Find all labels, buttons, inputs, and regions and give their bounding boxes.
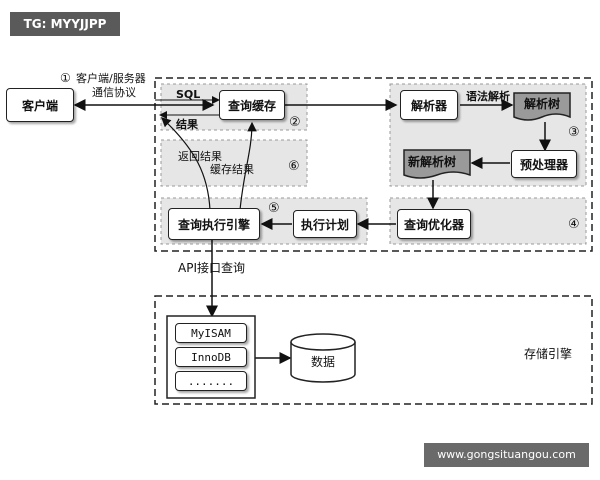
protocol-label-1: 客户端/服务器 (76, 72, 146, 85)
tg-badge: TG: MYYJJPP (10, 12, 120, 36)
client-box: 客户端 (6, 88, 74, 122)
parse-tree-shape (513, 92, 571, 121)
label-result: 结果 (176, 118, 198, 131)
new-parse-tree-shape (403, 149, 471, 179)
step-3: ③ (568, 125, 580, 140)
data-label: 数据 (311, 355, 336, 369)
label-sql: SQL (176, 88, 201, 101)
arrow-engine-return (161, 117, 211, 211)
engine-more: ....... (175, 371, 247, 391)
arrow-engine-cache (239, 121, 257, 211)
optimizer-box: 查询优化器 (397, 209, 471, 239)
engine-innodb: InnoDB (175, 347, 247, 367)
region-return (160, 139, 308, 187)
watermark: www.gongsituangou.com (424, 443, 589, 467)
label-cache-result: 缓存结果 (210, 163, 254, 176)
preprocessor-box: 预处理器 (511, 150, 577, 178)
step-4: ④ (568, 217, 580, 232)
parse-tree-label: 解析树 (524, 97, 561, 111)
step-1: ① (60, 71, 71, 85)
label-syntax-parse: 语法解析 (466, 90, 510, 103)
server-container (154, 77, 593, 252)
step-5: ⑤ (268, 201, 280, 216)
exec-engine-box: 查询执行引擎 (168, 208, 260, 240)
step-6: ⑥ (288, 159, 300, 174)
label-api: API接口查询 (178, 261, 245, 275)
data-cylinder (290, 333, 356, 383)
exec-plan-box: 执行计划 (293, 210, 357, 238)
new-parse-tree-label: 新解析树 (408, 155, 457, 169)
parser-box: 解析器 (400, 90, 458, 120)
storage-container (154, 295, 593, 405)
step-2: ② (289, 115, 301, 130)
query-cache-box: 查询缓存 (219, 90, 285, 120)
storage-engine-label: 存储引擎 (524, 347, 573, 361)
label-return-result: 返回结果 (178, 150, 222, 163)
engine-myisam: MyISAM (175, 323, 247, 343)
protocol-label-2: 通信协议 (92, 86, 136, 99)
